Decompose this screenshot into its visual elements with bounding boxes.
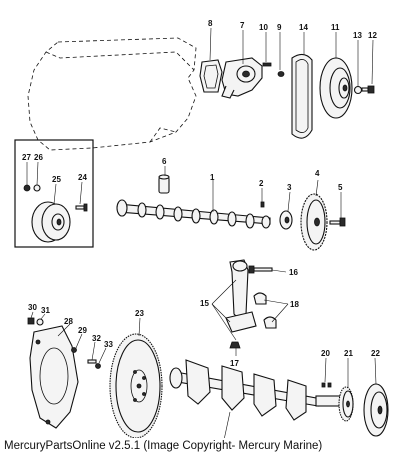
callout-13: 13 <box>353 31 362 40</box>
part-22-pulley <box>363 383 389 437</box>
callout-14: 14 <box>299 23 308 32</box>
engine-block-outline <box>27 37 197 151</box>
part-33-nut <box>95 363 101 369</box>
callout-2: 2 <box>259 179 264 188</box>
part-31-washer <box>36 318 44 326</box>
callout-18: 18 <box>290 300 299 309</box>
part-10-screw <box>262 62 272 67</box>
callout-25: 25 <box>52 175 61 184</box>
callout-28: 28 <box>64 317 73 326</box>
callout-6: 6 <box>162 157 167 166</box>
part-16-bolt <box>248 265 273 274</box>
callout-9: 9 <box>277 23 282 32</box>
callout-12: 12 <box>368 31 377 40</box>
part-20-keys <box>321 382 332 388</box>
callout-31: 31 <box>41 306 50 315</box>
callout-15: 15 <box>200 299 209 308</box>
part-12-bolt <box>361 85 375 94</box>
callout-5: 5 <box>338 183 343 192</box>
callout-17: 17 <box>230 359 239 368</box>
parts-diagram: 1 2 3 4 5 6 7 8 9 10 11 12 13 14 15 16 1… <box>14 19 389 438</box>
part-21-crank-gear <box>338 386 354 422</box>
part-9-plug <box>277 71 285 77</box>
part-3-spacer <box>279 210 293 230</box>
leader-lines <box>26 27 377 438</box>
callout-33: 33 <box>104 340 113 349</box>
part-1-camshaft <box>116 199 271 229</box>
part-13-washer <box>353 85 363 95</box>
part-2-key <box>260 201 265 208</box>
image-caption: MercuryPartsOnline v2.5.1 (Image Copyrig… <box>4 440 323 452</box>
part-6-lifter <box>158 174 170 194</box>
part-26-washer <box>33 184 41 192</box>
part-24-bolt <box>75 203 88 212</box>
callout-29: 29 <box>78 326 87 335</box>
part-32-dowel <box>87 359 97 364</box>
callout-labels: 1 2 3 4 5 6 7 8 9 10 11 12 13 14 15 16 1… <box>22 19 380 368</box>
part-23-flywheel <box>109 333 163 438</box>
callout-1: 1 <box>210 173 215 182</box>
part-4-cam-gear <box>300 193 328 251</box>
part-15-rod <box>225 259 257 333</box>
part-14-belt <box>291 53 313 139</box>
part-29-seal <box>71 347 77 353</box>
part-25-damper <box>31 201 71 243</box>
part-30-bolt <box>27 317 35 325</box>
callout-7: 7 <box>240 21 245 30</box>
callout-16: 16 <box>289 268 298 277</box>
callout-27: 27 <box>22 153 31 162</box>
part-18-bearings <box>253 292 277 329</box>
part-8-gasket <box>199 59 223 93</box>
callout-10: 10 <box>259 23 268 32</box>
callout-3: 3 <box>287 183 292 192</box>
callout-8: 8 <box>208 19 213 28</box>
callout-4: 4 <box>315 169 320 178</box>
callout-26: 26 <box>34 153 43 162</box>
part-19-crankshaft <box>169 359 341 421</box>
callout-32: 32 <box>92 334 101 343</box>
callout-30: 30 <box>28 303 37 312</box>
part-28-rear-plate <box>29 325 79 429</box>
callout-23: 23 <box>135 309 144 318</box>
callout-21: 21 <box>344 349 353 358</box>
callout-11: 11 <box>331 23 340 32</box>
callout-22: 22 <box>371 349 380 358</box>
part-5-bolt <box>329 217 346 227</box>
part-17-nut <box>229 341 241 349</box>
part-7-housing <box>221 57 263 99</box>
callout-24: 24 <box>78 173 87 182</box>
part-11-pulley <box>319 57 353 119</box>
callout-20: 20 <box>321 349 330 358</box>
part-27-nut <box>23 184 31 192</box>
inset-box <box>14 139 94 248</box>
